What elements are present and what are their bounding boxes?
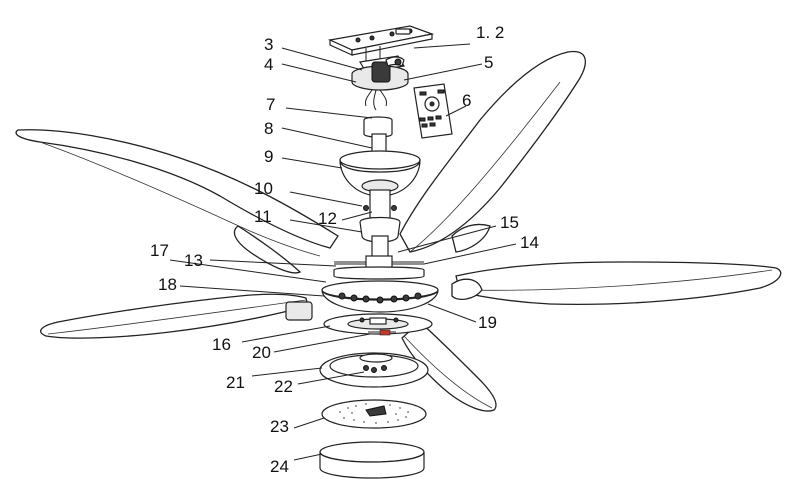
label-23: 23	[270, 417, 289, 436]
blade-upper-right	[399, 50, 586, 253]
label-17: 17	[150, 241, 169, 260]
label-22: 22	[274, 377, 293, 396]
label-24: 24	[270, 457, 289, 476]
hanger-assembly	[351, 46, 409, 111]
label-20: 20	[252, 343, 271, 362]
label-16: 16	[212, 335, 231, 354]
label-5: 5	[484, 53, 493, 72]
label-14: 14	[520, 233, 539, 252]
blade-right	[455, 261, 782, 306]
label-18: 18	[158, 275, 177, 294]
label-6: 6	[462, 91, 471, 110]
motor	[321, 280, 439, 313]
label-21: 21	[226, 373, 245, 392]
label-11: 11	[254, 207, 272, 226]
canopy	[339, 150, 421, 197]
label-10: 10	[254, 179, 273, 198]
label-8: 8	[264, 119, 273, 138]
remote-control	[413, 83, 453, 139]
glass-diffuser	[319, 441, 425, 479]
glass-holder-ring	[319, 352, 429, 388]
light-kit-plate	[323, 313, 433, 336]
leader-lines	[169, 43, 517, 461]
led-board	[321, 399, 427, 429]
label-15: 15	[500, 213, 519, 232]
motor-housing	[333, 255, 425, 280]
blade-upper-left	[15, 129, 339, 249]
label-4: 4	[264, 55, 273, 74]
label-3: 3	[264, 35, 273, 54]
label-9: 9	[264, 147, 273, 166]
label-13: 13	[184, 251, 203, 270]
label-1-2: 1. 2	[476, 23, 504, 42]
label-7: 7	[266, 95, 275, 114]
blade-lower-left	[40, 293, 309, 339]
label-12: 12	[318, 209, 337, 228]
mounting-bracket	[327, 25, 435, 56]
label-19: 19	[478, 313, 497, 332]
coupling-assembly	[359, 189, 401, 259]
